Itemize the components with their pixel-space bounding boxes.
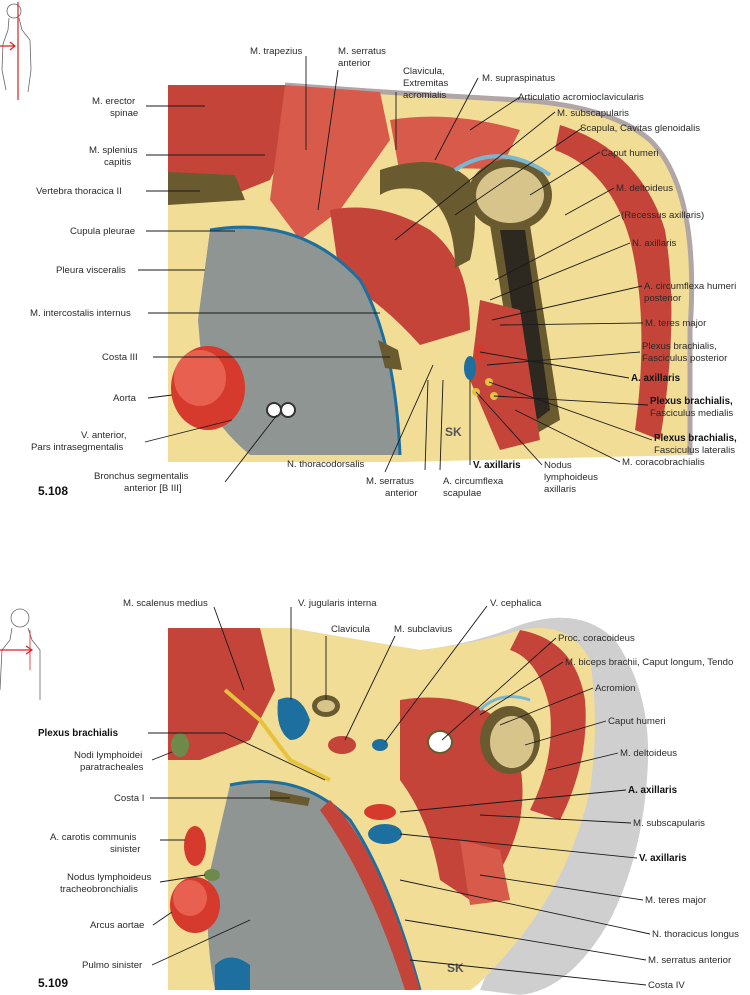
label-nodi-para-2: paratracheales: [80, 762, 144, 773]
label-acromion: Acromion: [595, 683, 636, 694]
label-arcus: Arcus aortae: [90, 920, 144, 931]
leader-lines-top: [138, 56, 653, 483]
label-n-thoracodorsalis: N. thoracodorsalis: [287, 459, 365, 470]
label-erector-1: M. erector: [92, 96, 136, 107]
figure-5-109: SK 5.109: [0, 598, 739, 995]
orientation-icon-bottom: [0, 608, 41, 700]
marker-sk-top: SK: [445, 425, 462, 439]
label-n-axillaris: N. axillaris: [632, 238, 676, 249]
label-n-thoracicus: N. thoracicus longus: [652, 929, 739, 940]
label-nodus-1: Nodus: [544, 460, 572, 471]
label-biceps: M. biceps brachii, Caput longum, Tendo: [565, 657, 733, 668]
label-costa-iii: Costa III: [102, 352, 138, 363]
label-recessus: (Recessus axillaris): [621, 210, 704, 221]
label-vertebra: Vertebra thoracica II: [36, 186, 122, 197]
label-nodus-3: axillaris: [544, 484, 576, 495]
label-plexus-lat-2: Fasciculus lateralis: [654, 445, 735, 456]
label-trapezius: M. trapezius: [250, 46, 302, 57]
label-plexus-post-1: Plexus brachialis,: [642, 341, 717, 352]
label-teres-major-b: M. teres major: [645, 895, 707, 906]
labels-top: M. trapezius M. serratus anterior Clavic…: [30, 46, 737, 499]
label-a-axillaris-b: A. axillaris: [628, 785, 678, 796]
leader-lines-bottom: [148, 605, 651, 986]
label-aorta: Aorta: [113, 393, 137, 404]
label-supraspinatus: M. supraspinatus: [482, 73, 555, 84]
label-clavicula-2: Extremitas: [403, 78, 449, 89]
marker-sk-bottom: SK: [447, 961, 464, 975]
label-plexus-post-2: Fasciculus posterior: [642, 353, 728, 364]
label-plexus-brachialis: Plexus brachialis: [38, 728, 119, 739]
label-v-axillaris-b: V. axillaris: [639, 853, 687, 864]
label-nodus-tracheo-2: tracheobronchialis: [60, 884, 138, 895]
label-pulmo: Pulmo sinister: [82, 960, 143, 971]
label-v-anterior-1: V. anterior,: [81, 430, 127, 441]
label-v-axillaris-top: V. axillaris: [473, 460, 521, 471]
label-erector-2: spinae: [110, 108, 138, 119]
label-nodus-2: lymphoideus: [544, 472, 598, 483]
label-deltoideus: M. deltoideus: [616, 183, 673, 194]
label-clavicula-b: Clavicula: [331, 624, 371, 635]
label-teres-major: M. teres major: [645, 318, 707, 329]
label-costa-i: Costa I: [114, 793, 144, 804]
label-caput-humeri-b: Caput humeri: [608, 716, 666, 727]
label-splenius-1: M. splenius: [89, 145, 138, 156]
label-carotis-1: A. carotis communis: [50, 832, 137, 843]
label-serratus-anterior-bottom-2: anterior: [385, 488, 418, 499]
label-v-anterior-2: Pars intrasegmentalis: [31, 442, 123, 453]
label-serratus-anterior-b: M. serratus anterior: [648, 955, 732, 966]
label-plexus-med-2: Fasciculus medialis: [650, 408, 733, 419]
label-bronchus-2: anterior [B III]: [124, 483, 182, 494]
label-proc-coracoideus: Proc. coracoideus: [558, 633, 635, 644]
label-v-jugularis: V. jugularis interna: [298, 598, 377, 609]
label-plexus-med-1: Plexus brachialis,: [650, 396, 733, 407]
label-coracobrachialis: M. coracobrachialis: [622, 457, 705, 468]
label-subscapularis: M. subscapularis: [557, 108, 629, 119]
label-scalenus: M. scalenus medius: [123, 598, 208, 609]
label-intercostalis: M. intercostalis internus: [30, 308, 131, 319]
label-a-circumflexa-scap-2: scapulae: [443, 488, 481, 499]
label-nodus-tracheo-1: Nodus lymphoideus: [67, 872, 151, 883]
label-serratus-anterior-top-1: M. serratus: [338, 46, 386, 57]
label-v-cephalica: V. cephalica: [490, 598, 542, 609]
label-costa-iv: Costa IV: [648, 980, 685, 991]
labels-bottom: M. scalenus medius V. jugularis interna …: [38, 598, 739, 991]
label-cupula: Cupula pleurae: [70, 226, 135, 237]
label-serratus-anterior-top-2: anterior: [338, 58, 371, 69]
figure-5-108: SK 5.108: [0, 2, 737, 499]
label-serratus-anterior-bottom-1: M. serratus: [366, 476, 414, 487]
cross-section-block-bottom: SK: [168, 617, 649, 995]
label-subclavius: M. subclavius: [394, 624, 452, 635]
label-plexus-lat-1: Plexus brachialis,: [654, 433, 737, 444]
label-articulatio: Articulatio acromioclavicularis: [518, 92, 644, 103]
label-splenius-2: capitis: [104, 157, 131, 168]
label-clavicula-1: Clavicula,: [403, 66, 445, 77]
label-a-circumflexa-post-2: posterior: [644, 293, 682, 304]
label-subscapularis-b: M. subscapularis: [633, 818, 705, 829]
label-clavicula-3: acromialis: [403, 90, 446, 101]
label-caput-humeri: Caput humeri: [601, 148, 659, 159]
figure-number-bottom: 5.109: [38, 976, 68, 990]
label-pleura: Pleura visceralis: [56, 265, 126, 276]
label-nodi-para-1: Nodi lymphoidei: [74, 750, 142, 761]
label-bronchus-1: Bronchus segmentalis: [94, 471, 189, 482]
label-deltoideus-b: M. deltoideus: [620, 748, 677, 759]
label-a-circumflexa-post-1: A. circumflexa humeri: [644, 281, 736, 292]
label-scapula: Scapula, Cavitas glenoidalis: [580, 123, 700, 134]
label-carotis-2: sinister: [110, 844, 141, 855]
label-a-circumflexa-scap-1: A. circumflexa: [443, 476, 504, 487]
cross-section-block-top: SK: [168, 82, 695, 462]
orientation-icon-top: [0, 2, 32, 100]
figure-number-top: 5.108: [38, 484, 68, 498]
label-a-axillaris-top: A. axillaris: [631, 373, 681, 384]
